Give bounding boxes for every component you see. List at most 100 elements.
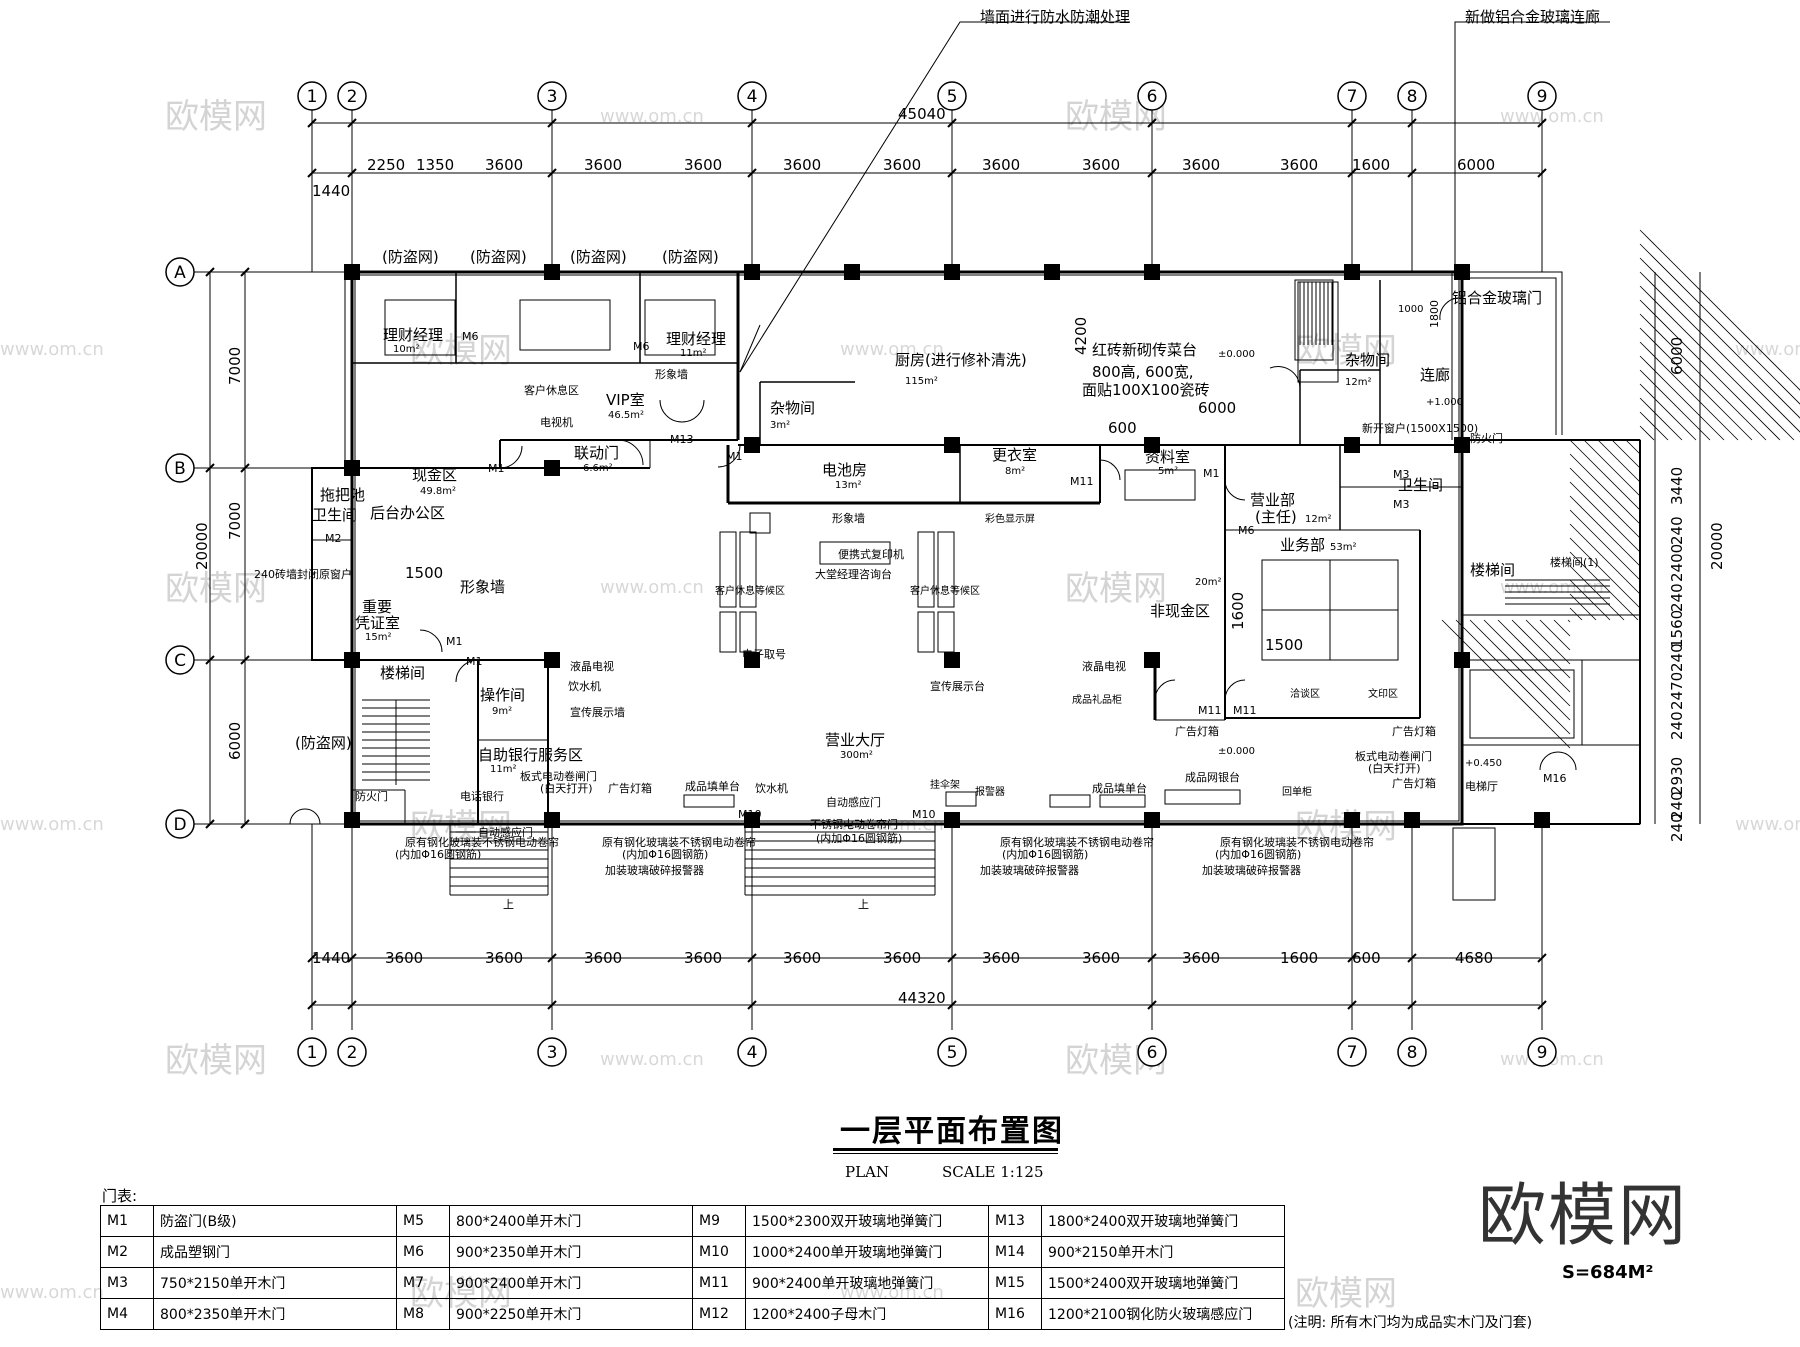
room-archive: 资料室 — [1145, 448, 1190, 466]
label-elevator-hall: 电梯厅 — [1465, 780, 1498, 793]
axis-bubble-col: 2 — [337, 1037, 367, 1067]
door-tag: M3 — [1393, 468, 1410, 481]
total-area: S=684M² — [1562, 1262, 1654, 1283]
door-code: M12 — [692, 1298, 746, 1330]
door-spec: 1200*2400子母木门 — [745, 1298, 989, 1330]
axis-label-row: C — [174, 651, 186, 671]
column — [1404, 812, 1420, 828]
door-tag: M10 — [912, 808, 936, 821]
label-image-wall-2: 形象墙 — [460, 578, 505, 596]
label-anti-theft-net: (防盗网) — [382, 248, 439, 266]
door-tag: M6 — [633, 340, 650, 353]
bottom-dim: 3600 — [385, 949, 423, 967]
axis-label-col: 4 — [747, 1043, 758, 1063]
label-roller-shutter-1: 板式电动卷闸门 — [520, 769, 597, 783]
label-original-glass-4: 原有钢化玻璃装不锈钢电动卷帘 — [1220, 835, 1374, 849]
label-original-glass-2: 原有钢化玻璃装不锈钢电动卷帘 — [602, 835, 756, 849]
room-stair-2b: 楼梯间(1) — [1550, 555, 1599, 569]
left-dim: 7000 — [226, 347, 244, 385]
top-dim: 3600 — [684, 156, 722, 174]
door-spec: 1500*2400双开玻璃地弹簧门 — [1041, 1267, 1285, 1299]
label-meeting-area: 洽谈区 — [1290, 687, 1320, 700]
column — [744, 812, 760, 828]
axis-bubble-col: 3 — [537, 81, 567, 111]
door-tag: M3 — [1393, 498, 1410, 511]
axis-label-col: 7 — [1347, 1043, 1358, 1063]
axis-label-col: 5 — [947, 87, 958, 107]
label-gift-cabinet: 成品礼品柜 — [1072, 693, 1122, 706]
callout-waterproof: 墙面进行防水防潮处理 — [980, 8, 1130, 26]
axis-bubble-col: 7 — [1337, 1037, 1367, 1067]
axis-bubble-row: D — [165, 809, 195, 839]
column — [344, 460, 360, 476]
room-business-dept-2: (主任) — [1255, 508, 1297, 526]
room-interlock-door: 联动门 — [574, 444, 619, 462]
brand-logo: 欧模网 — [1478, 1177, 1689, 1256]
door-code: M7 — [396, 1267, 450, 1299]
left-dim: 7000 — [226, 502, 244, 540]
plan-dim: 1500 — [1265, 636, 1303, 654]
axis-bubble-col: 8 — [1397, 1037, 1427, 1067]
column — [1454, 264, 1470, 280]
door-code: M16 — [988, 1298, 1042, 1330]
furniture — [384, 299, 1399, 808]
top-dim: 3600 — [584, 156, 622, 174]
door-code: M8 — [396, 1298, 450, 1330]
room-area: 12m² — [1345, 377, 1371, 388]
top-dim: 1600 — [1352, 156, 1390, 174]
label-original-glass-3b: (内加Φ16圆钢筋) — [1002, 847, 1088, 861]
axis-label-col: 3 — [547, 1043, 558, 1063]
bottom-dim: 3600 — [883, 949, 921, 967]
door-code: M2 — [100, 1236, 154, 1268]
label-original-glass-1b: (内加Φ16圆钢筋) — [395, 847, 481, 861]
bottom-dim: 1440 — [312, 949, 350, 967]
label-new-window: 新开窗户(1500X1500) — [1362, 421, 1478, 435]
label-display-stand: 宣传展示台 — [930, 679, 985, 693]
door-code: M5 — [396, 1205, 450, 1237]
label-anti-theft-net: (防盗网) — [470, 248, 527, 266]
top-dim: 6000 — [1457, 156, 1495, 174]
door-spec: 1000*2400单开玻璃地弹簧门 — [745, 1236, 989, 1268]
right-dim: 240 — [1668, 643, 1686, 672]
column — [1144, 652, 1160, 668]
right-dim: 240 — [1668, 813, 1686, 842]
room-area: 53m² — [1330, 542, 1356, 553]
room-wealth-manager-1: 理财经理 — [383, 326, 443, 344]
watermark: 欧模网 — [165, 97, 267, 137]
label-tv: 电视机 — [540, 415, 573, 429]
room-locker: 更衣室 — [992, 446, 1037, 464]
door-tag: M6 — [1238, 524, 1255, 537]
door-code: M10 — [692, 1236, 746, 1268]
axis-bubble-row: A — [165, 257, 195, 287]
column — [544, 652, 560, 668]
room-storage-1: 杂物间 — [770, 399, 815, 417]
axis-bubble-col: 1 — [297, 81, 327, 111]
label-image-wall: 形象墙 — [655, 367, 688, 381]
column — [1454, 652, 1470, 668]
label-roller-shutter-2: 板式电动卷闸门 — [1355, 749, 1432, 763]
door-tag: M16 — [1543, 772, 1567, 785]
right-dim: 240 — [1668, 791, 1686, 820]
axis-label-col: 1 — [307, 1043, 318, 1063]
label-original-glass-2b: (内加Φ16圆钢筋) — [622, 847, 708, 861]
room-area: 11m² — [490, 764, 516, 775]
door-tag: M1 — [1203, 467, 1220, 480]
door-tag: M11 — [1070, 475, 1094, 488]
label-auto-door-2: 自动感应门 — [826, 795, 881, 809]
door-tag: M1 — [726, 450, 743, 463]
door-swings — [289, 297, 1577, 825]
door-spec: 1200*2100钢化防火玻璃感应门 — [1041, 1298, 1285, 1330]
grid-lines — [180, 108, 1543, 1030]
axis-label-col: 9 — [1537, 1043, 1548, 1063]
label-print-area: 文印区 — [1368, 687, 1398, 700]
right-dim: 240 — [1668, 711, 1686, 740]
room-area: 8m² — [1005, 466, 1025, 477]
room-voucher-2: 凭证室 — [355, 614, 400, 632]
watermarks: 欧模网 www.om.cn 欧模网 www.om.cn www.om.cn 欧模… — [0, 97, 1800, 1314]
column — [944, 812, 960, 828]
structural-columns — [344, 264, 1550, 828]
bottom-dim: 600 — [1352, 949, 1381, 967]
